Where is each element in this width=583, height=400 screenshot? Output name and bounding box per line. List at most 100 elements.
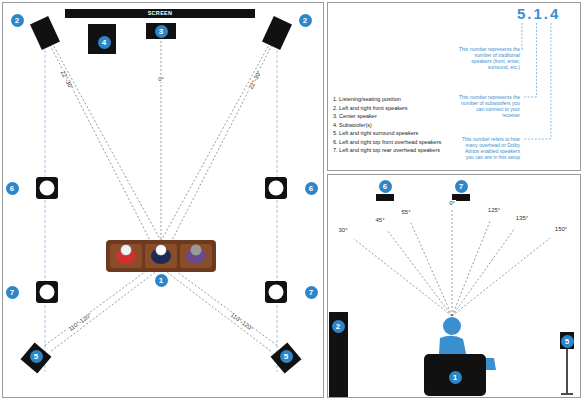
callout-number: 7 (455, 180, 468, 193)
list-item: 4. Subwoofer(s) (333, 121, 455, 130)
stand-speaker (560, 332, 574, 394)
overhead-speaker-side (376, 194, 394, 201)
overhead-speaker (36, 177, 58, 199)
elevation-line (452, 221, 490, 316)
elevation-line (411, 223, 452, 316)
callout-number: 6 (379, 180, 392, 193)
elevation-line (387, 230, 452, 316)
callout-number: 6 (6, 182, 19, 195)
explanation-note: This number refers to how many overhead … (458, 136, 520, 160)
angle-line (50, 45, 155, 250)
front-speaker (30, 16, 60, 50)
angle-line (44, 41, 278, 352)
wall-guide-line (45, 50, 46, 372)
callout-number: 2 (299, 14, 312, 27)
surround-speaker (21, 343, 52, 374)
tower-speaker (329, 312, 348, 397)
panel-frame (3, 3, 324, 398)
callout-text: 1 (453, 373, 457, 382)
angle-label: 22°-30° (247, 69, 263, 91)
overhead-speaker-side (376, 194, 470, 201)
list-item: 1. Listening/seating position (333, 95, 455, 104)
list-item: 3. Center speaker (333, 112, 455, 121)
sofa (145, 244, 177, 268)
angle-label: 150° (554, 226, 568, 232)
callout-text: 3 (159, 27, 163, 36)
seat (424, 354, 486, 396)
callout-text: 2 (15, 16, 19, 25)
callout-number: 5 (30, 350, 43, 363)
sofa (106, 240, 216, 272)
person (116, 245, 206, 265)
angle-label: 125° (487, 207, 501, 213)
list-item: 6. Left and right top front overhead spe… (333, 138, 455, 147)
angle-label: 0° (448, 200, 456, 206)
channel-count: 5.1.4 (517, 5, 560, 22)
callout-text: 5 (284, 352, 288, 361)
angle-line (50, 270, 158, 352)
leader-line (523, 97, 536, 98)
surround-speaker (271, 343, 302, 374)
panel-frame (328, 3, 581, 171)
callout-text: 2 (303, 16, 307, 25)
overhead-speaker (265, 177, 287, 199)
surround-speaker (21, 343, 52, 374)
explanation-note: This number represents the number of sub… (458, 94, 520, 118)
overhead-speaker (40, 181, 55, 196)
front-speaker (262, 16, 292, 50)
callout-number: 1 (449, 371, 462, 384)
angle-line (52, 43, 166, 250)
leader-line (523, 139, 551, 140)
elevation-line (354, 210, 550, 316)
seated-person (443, 317, 461, 335)
front-speaker (30, 16, 60, 50)
callout-number: 5 (280, 350, 293, 363)
callout-number: 2 (11, 14, 24, 27)
sofa (180, 244, 212, 268)
angle-label: 110°-120° (229, 311, 255, 333)
callout-number: 7 (6, 286, 19, 299)
elevation-line (354, 239, 452, 316)
callout-number: 4 (98, 36, 111, 49)
callout-number: 7 (305, 286, 318, 299)
angle-label: 22°-30° (59, 69, 75, 91)
person (156, 245, 167, 256)
callout-text: 6 (309, 184, 313, 193)
callout-number: 2 (332, 320, 345, 333)
explanation-note: This number represents the number of tra… (458, 46, 520, 70)
callout-number: 1 (155, 274, 168, 287)
subwoofer (88, 24, 116, 54)
callout-text: 5 (565, 337, 569, 346)
center-speaker (146, 23, 176, 39)
callout-text: 6 (10, 184, 14, 193)
panel-frame (3, 3, 581, 398)
callout-text: 1 (159, 276, 163, 285)
elevation-line (452, 228, 515, 316)
tower-speaker (329, 312, 348, 397)
angle-label: 135° (515, 215, 529, 221)
callout-number: 5 (561, 335, 574, 348)
front-speaker (262, 16, 292, 50)
callout-number: 3 (155, 25, 168, 38)
callout-text: 5 (34, 352, 38, 361)
panel-frame (328, 175, 581, 398)
angle-label: 55° (400, 209, 411, 215)
elevation-line (452, 238, 550, 316)
angle-line (169, 266, 278, 346)
angle-label: 110°-120° (67, 311, 93, 333)
front-speaker (30, 16, 292, 50)
overhead-speaker (265, 281, 287, 303)
callout-text: 7 (309, 288, 313, 297)
stand-speaker (561, 393, 573, 395)
list-item: 2. Left and right front speakers (333, 104, 455, 113)
seat (424, 354, 486, 396)
angle-line (161, 41, 162, 246)
surround-speaker (271, 343, 302, 374)
callout-text: 7 (10, 288, 14, 297)
angle-line (44, 266, 153, 346)
screen-bar: SCREEN (65, 9, 255, 18)
list-item: 5. Left and right surround speakers (333, 129, 455, 138)
sofa (106, 240, 216, 272)
leader-line (550, 23, 551, 139)
